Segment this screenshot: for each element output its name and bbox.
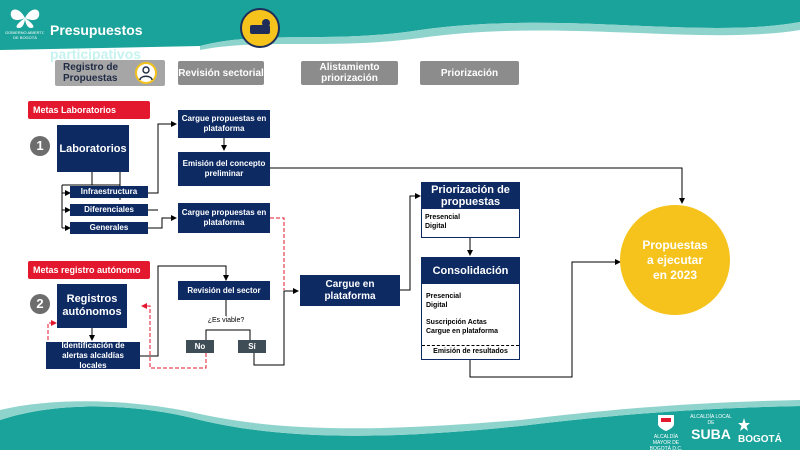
page-title: Presupuestos participativos xyxy=(44,18,220,62)
propuestas-ejecutar-circle: Propuestas a ejecutar en 2023 xyxy=(620,205,730,315)
step-number-1: 1 xyxy=(30,136,50,156)
stage-revision-sectorial: Revisión sectorial xyxy=(178,61,264,85)
consolidacion-title: Consolidación xyxy=(422,258,519,284)
priorizacion-propuestas-panel: Priorización de propuestas Presencial Di… xyxy=(421,182,520,238)
consolidacion-items: Presencial Digital Suscripción Actas Car… xyxy=(426,293,498,335)
si-option: Sí xyxy=(238,340,266,353)
metas-laboratorios-tag: Metas Laboratorios xyxy=(28,101,150,119)
es-viable-question: ¿Es viable? xyxy=(207,317,245,324)
person-icon xyxy=(135,62,157,84)
consolidacion-panel: Consolidación Presencial Digital Suscrip… xyxy=(421,257,520,360)
emision-resultados: Emisión de resultados xyxy=(422,345,519,358)
metas-registro-autonomo-tag: Metas registro autónomo xyxy=(28,261,150,279)
identificacion-alertas-box: Identificación de alertas alcaldías loca… xyxy=(46,341,140,370)
no-option: No xyxy=(186,340,214,353)
priorizacion-modes: Presencial Digital xyxy=(425,214,461,230)
revision-sector-box: Revisión del sector xyxy=(178,281,270,300)
hand-coin-icon xyxy=(240,8,280,48)
alcaldia-mayor-logo: ALCALDÍA MAYOR DE BOGOTÁ D.C. xyxy=(648,414,684,452)
stage-priorizacion: Priorización xyxy=(420,61,519,85)
priorizacion-propuestas-title: Priorización de propuestas xyxy=(422,183,519,209)
stage-registro-propuestas: Registro de Propuestas xyxy=(55,60,165,86)
diferenciales-box: Diferenciales xyxy=(70,204,148,216)
infraestructura-box: Infraestructura xyxy=(70,186,148,198)
generales-box: Generales xyxy=(70,222,148,234)
cargue-en-plataforma-box: Cargue en plataforma xyxy=(300,275,400,306)
shield-icon xyxy=(658,415,674,431)
alcaldia-local-suba-logo: ALCALDÍA LOCAL DE SUBA xyxy=(690,414,732,442)
footer-banner xyxy=(0,400,800,450)
star-icon xyxy=(738,418,750,431)
emision-concepto-box: Emisión del concepto preliminar xyxy=(178,152,270,186)
cargue-propuestas-bottom-box: Cargue propuestas en plataforma xyxy=(178,203,270,233)
laboratorios-box: Laboratorios xyxy=(57,125,129,172)
cargue-propuestas-top-box: Cargue propuestas en plataforma xyxy=(178,110,270,138)
butterfly-icon xyxy=(10,9,40,28)
step-number-2: 2 xyxy=(30,294,50,314)
stage-alistamiento-priorizacion: Alistamiento priorización xyxy=(301,61,398,85)
registros-autonomos-box: Registros autónomos xyxy=(57,284,127,328)
bogota-logo: BOGOTÁ xyxy=(738,418,794,447)
